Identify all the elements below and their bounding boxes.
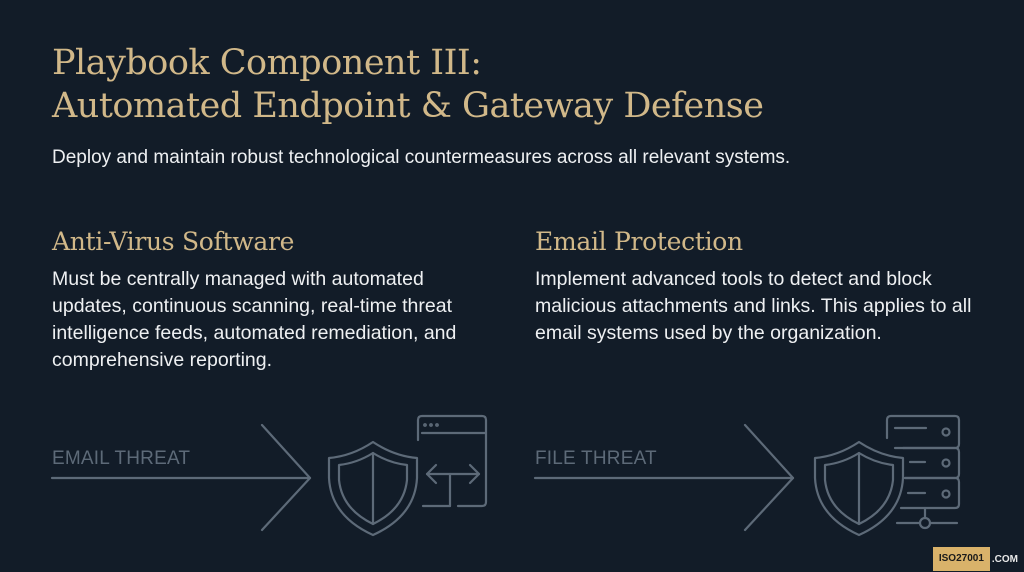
title-line-1: Playbook Component III: (52, 43, 482, 83)
file-threat-diagram: FILE THREAT (533, 410, 975, 540)
browser-window-icon (416, 414, 488, 508)
arrow-icon (533, 423, 795, 532)
antivirus-heading: Anti-Virus Software (52, 227, 295, 256)
title-line-2: Automated Endpoint & Gateway Defense (52, 86, 764, 126)
antivirus-body: Must be centrally managed with automated… (52, 268, 457, 371)
email-threat-diagram: EMAIL THREAT (50, 410, 492, 540)
email-threat-label: EMAIL THREAT (52, 448, 191, 469)
file-threat-graphic (533, 414, 961, 537)
watermark-brand: ISO27001 (932, 547, 990, 571)
email-protection-heading: Email Protection (535, 227, 743, 256)
watermark-badge: ISO27001 .COM (925, 546, 1024, 572)
file-threat-label: FILE THREAT (535, 448, 657, 469)
server-rack-icon (885, 414, 961, 530)
shield-icon (813, 440, 905, 537)
watermark-suffix: .COM (991, 553, 1018, 565)
page-title: Playbook Component III: Automated Endpoi… (52, 42, 764, 128)
email-protection-body: Implement advanced tools to detect and b… (535, 268, 972, 344)
antivirus-section: Anti-Virus Software Must be centrally ma… (52, 226, 502, 374)
email-threat-graphic (50, 414, 488, 537)
subtitle: Deploy and maintain robust technological… (52, 147, 791, 168)
arrow-icon (50, 423, 312, 532)
email-protection-section: Email Protection Implement advanced tool… (535, 226, 985, 347)
shield-icon (327, 440, 419, 537)
